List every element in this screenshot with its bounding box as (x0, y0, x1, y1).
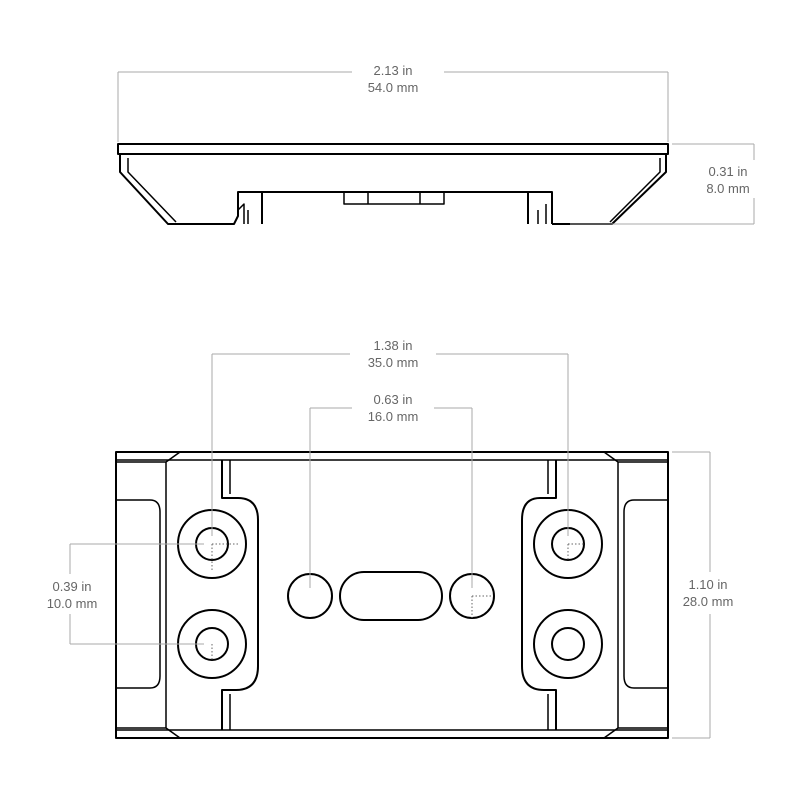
right-boss-outline (521, 460, 557, 730)
outer-hole-spacing-dimension: 1.38 in 35.0 mm (211, 338, 569, 536)
center-mark-left (211, 543, 238, 660)
top-view (115, 451, 669, 739)
left-boss-outline (221, 460, 259, 730)
left-end-pocket (116, 499, 161, 689)
center-slot (339, 571, 443, 621)
inner-hole-spacing-dimension: 0.63 in 16.0 mm (309, 392, 473, 588)
thickness-in: 0.31 in (708, 164, 747, 179)
overall-height-mm: 28.0 mm (683, 594, 734, 609)
outer-hole-spacing-in: 1.38 in (373, 338, 412, 353)
right-end-rail (603, 451, 668, 739)
side-view-center-key (343, 192, 445, 205)
overall-width-in: 2.13 in (373, 63, 412, 78)
top-view-inner-border (116, 459, 668, 731)
side-view-left-chamfer (127, 158, 177, 223)
outer-hole-spacing-mm: 35.0 mm (368, 355, 419, 370)
overall-width-mm: 54.0 mm (368, 80, 419, 95)
vertical-hole-spacing-dimension: 0.39 in 10.0 mm (47, 543, 204, 645)
vertical-hole-spacing-in: 0.39 in (52, 579, 91, 594)
side-view-body (119, 154, 667, 225)
thickness-mm: 8.0 mm (706, 181, 749, 196)
right-end-pocket (623, 499, 668, 689)
vertical-hole-spacing-mm: 10.0 mm (47, 596, 98, 611)
overall-width-dimension: 2.13 in 54.0 mm (117, 63, 669, 142)
side-view-right-chamfer (609, 158, 661, 223)
hole-bottom-right (533, 609, 603, 679)
overall-height-in: 1.10 in (688, 577, 727, 592)
side-view-left-slot (237, 203, 249, 224)
center-mark-right (471, 543, 584, 618)
side-view-top-plate (117, 143, 669, 155)
inner-hole-spacing-in: 0.63 in (373, 392, 412, 407)
side-view (117, 143, 669, 225)
left-end-rail (116, 451, 181, 739)
thickness-dimension: 0.31 in 8.0 mm (570, 143, 755, 225)
inner-hole-spacing-mm: 16.0 mm (368, 409, 419, 424)
top-view-outline (115, 451, 669, 739)
side-view-right-slot (537, 204, 547, 224)
overall-height-dimension: 1.10 in 28.0 mm (672, 451, 734, 739)
